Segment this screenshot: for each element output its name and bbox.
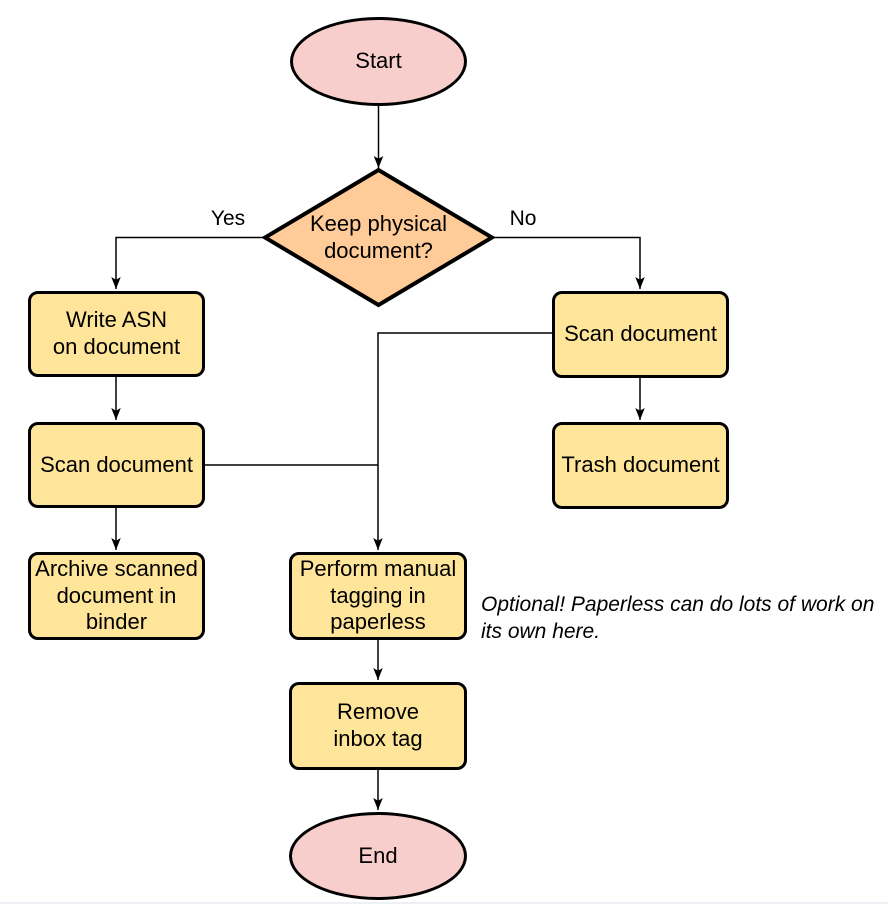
node-scan-document-left: Scan document	[28, 422, 205, 508]
node-remove-inbox-tag: Remove inbox tag	[289, 682, 467, 770]
annotation-optional-note: Optional! Paperless can do lots of work …	[481, 593, 875, 644]
node-start: Start	[290, 17, 467, 106]
node-write-asn: Write ASN on document	[28, 291, 205, 377]
edge-label-no: No	[509, 207, 537, 230]
node-remove-inbox-tag-label: Remove inbox tag	[333, 699, 423, 751]
node-start-label: Start	[355, 48, 402, 74]
edge-decision-no-to-scan-right	[492, 236, 645, 289]
node-manual-tagging: Perform manual tagging in paperless	[289, 552, 467, 640]
node-decision-label: Keep physical document?	[310, 210, 447, 263]
node-manual-tagging-label: Perform manual tagging in paperless	[299, 555, 457, 635]
node-write-asn-label: Write ASN on document	[52, 307, 181, 359]
node-trash-document-label: Trash document	[561, 452, 720, 478]
edge-decision-yes-to-write-asn	[111, 236, 265, 289]
node-end-label: End	[358, 842, 398, 868]
node-decision: Keep physical document?	[262, 167, 495, 308]
node-scan-document-right-label: Scan document	[564, 321, 717, 347]
page-bottom-edge	[0, 902, 888, 904]
node-scan-document-left-label: Scan document	[40, 451, 193, 477]
node-scan-document-right: Scan document	[552, 291, 729, 378]
node-trash-document: Trash document	[552, 422, 729, 509]
decision-diamond-shape	[262, 167, 495, 308]
node-archive-document: Archive scanned document in binder	[28, 552, 205, 640]
edge-scan-right-to-perform	[373, 332, 552, 550]
edge-label-yes: Yes	[210, 207, 246, 230]
node-end: End	[289, 812, 467, 900]
node-archive-document-label: Archive scanned document in binder	[35, 555, 198, 635]
